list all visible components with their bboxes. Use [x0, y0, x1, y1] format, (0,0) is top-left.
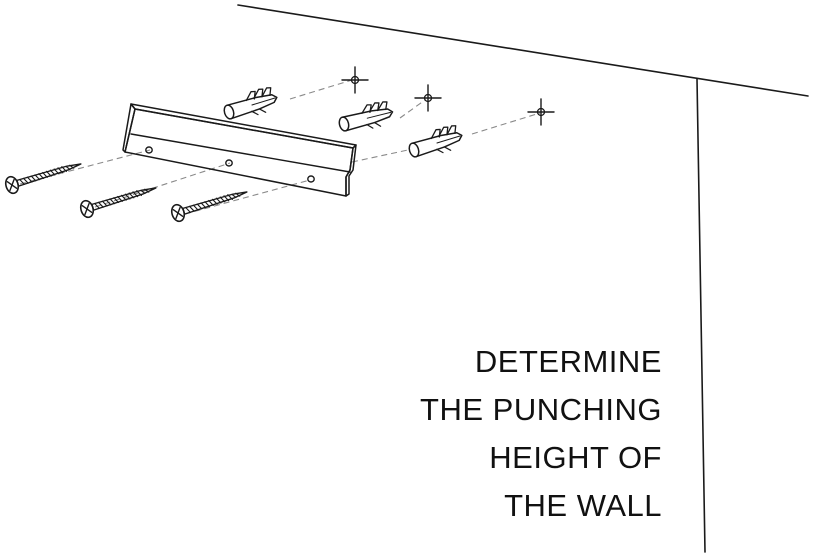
rail-hole	[145, 146, 153, 154]
screws	[2, 155, 251, 224]
screw-icon	[168, 183, 251, 224]
rail-hole	[307, 175, 315, 183]
guide-line-2	[94, 162, 231, 208]
guide-line-3a	[351, 149, 409, 163]
caption-line-2: THE PUNCHING	[420, 392, 662, 427]
crosshair-mark-icon	[414, 84, 442, 112]
screw-icon	[2, 155, 85, 196]
guide-line-1b	[289, 79, 353, 100]
wall-outline	[237, 4, 809, 553]
caption-line-3: HEIGHT OF	[489, 440, 662, 475]
instruction-caption: DETERMINE THE PUNCHING HEIGHT OF THE WAL…	[420, 338, 662, 530]
guide-line-3	[184, 179, 311, 215]
wall-anchor-icon	[220, 84, 281, 125]
guide-line-3b	[471, 112, 541, 135]
guide-line-2b	[399, 99, 426, 119]
wall-anchor-icon	[405, 122, 466, 163]
caption-line-4: THE WALL	[504, 488, 662, 523]
wall-anchor-icon	[335, 98, 396, 137]
mounting-rail	[122, 103, 357, 197]
caption-line-1: DETERMINE	[474, 344, 662, 379]
rail-hole	[225, 159, 233, 167]
crosshair-mark-icon	[341, 66, 369, 94]
ceiling-edge-line	[237, 4, 809, 97]
crosshair-mark-icon	[527, 98, 555, 126]
wall-corner-line	[696, 78, 706, 553]
alignment-guides	[19, 79, 541, 215]
